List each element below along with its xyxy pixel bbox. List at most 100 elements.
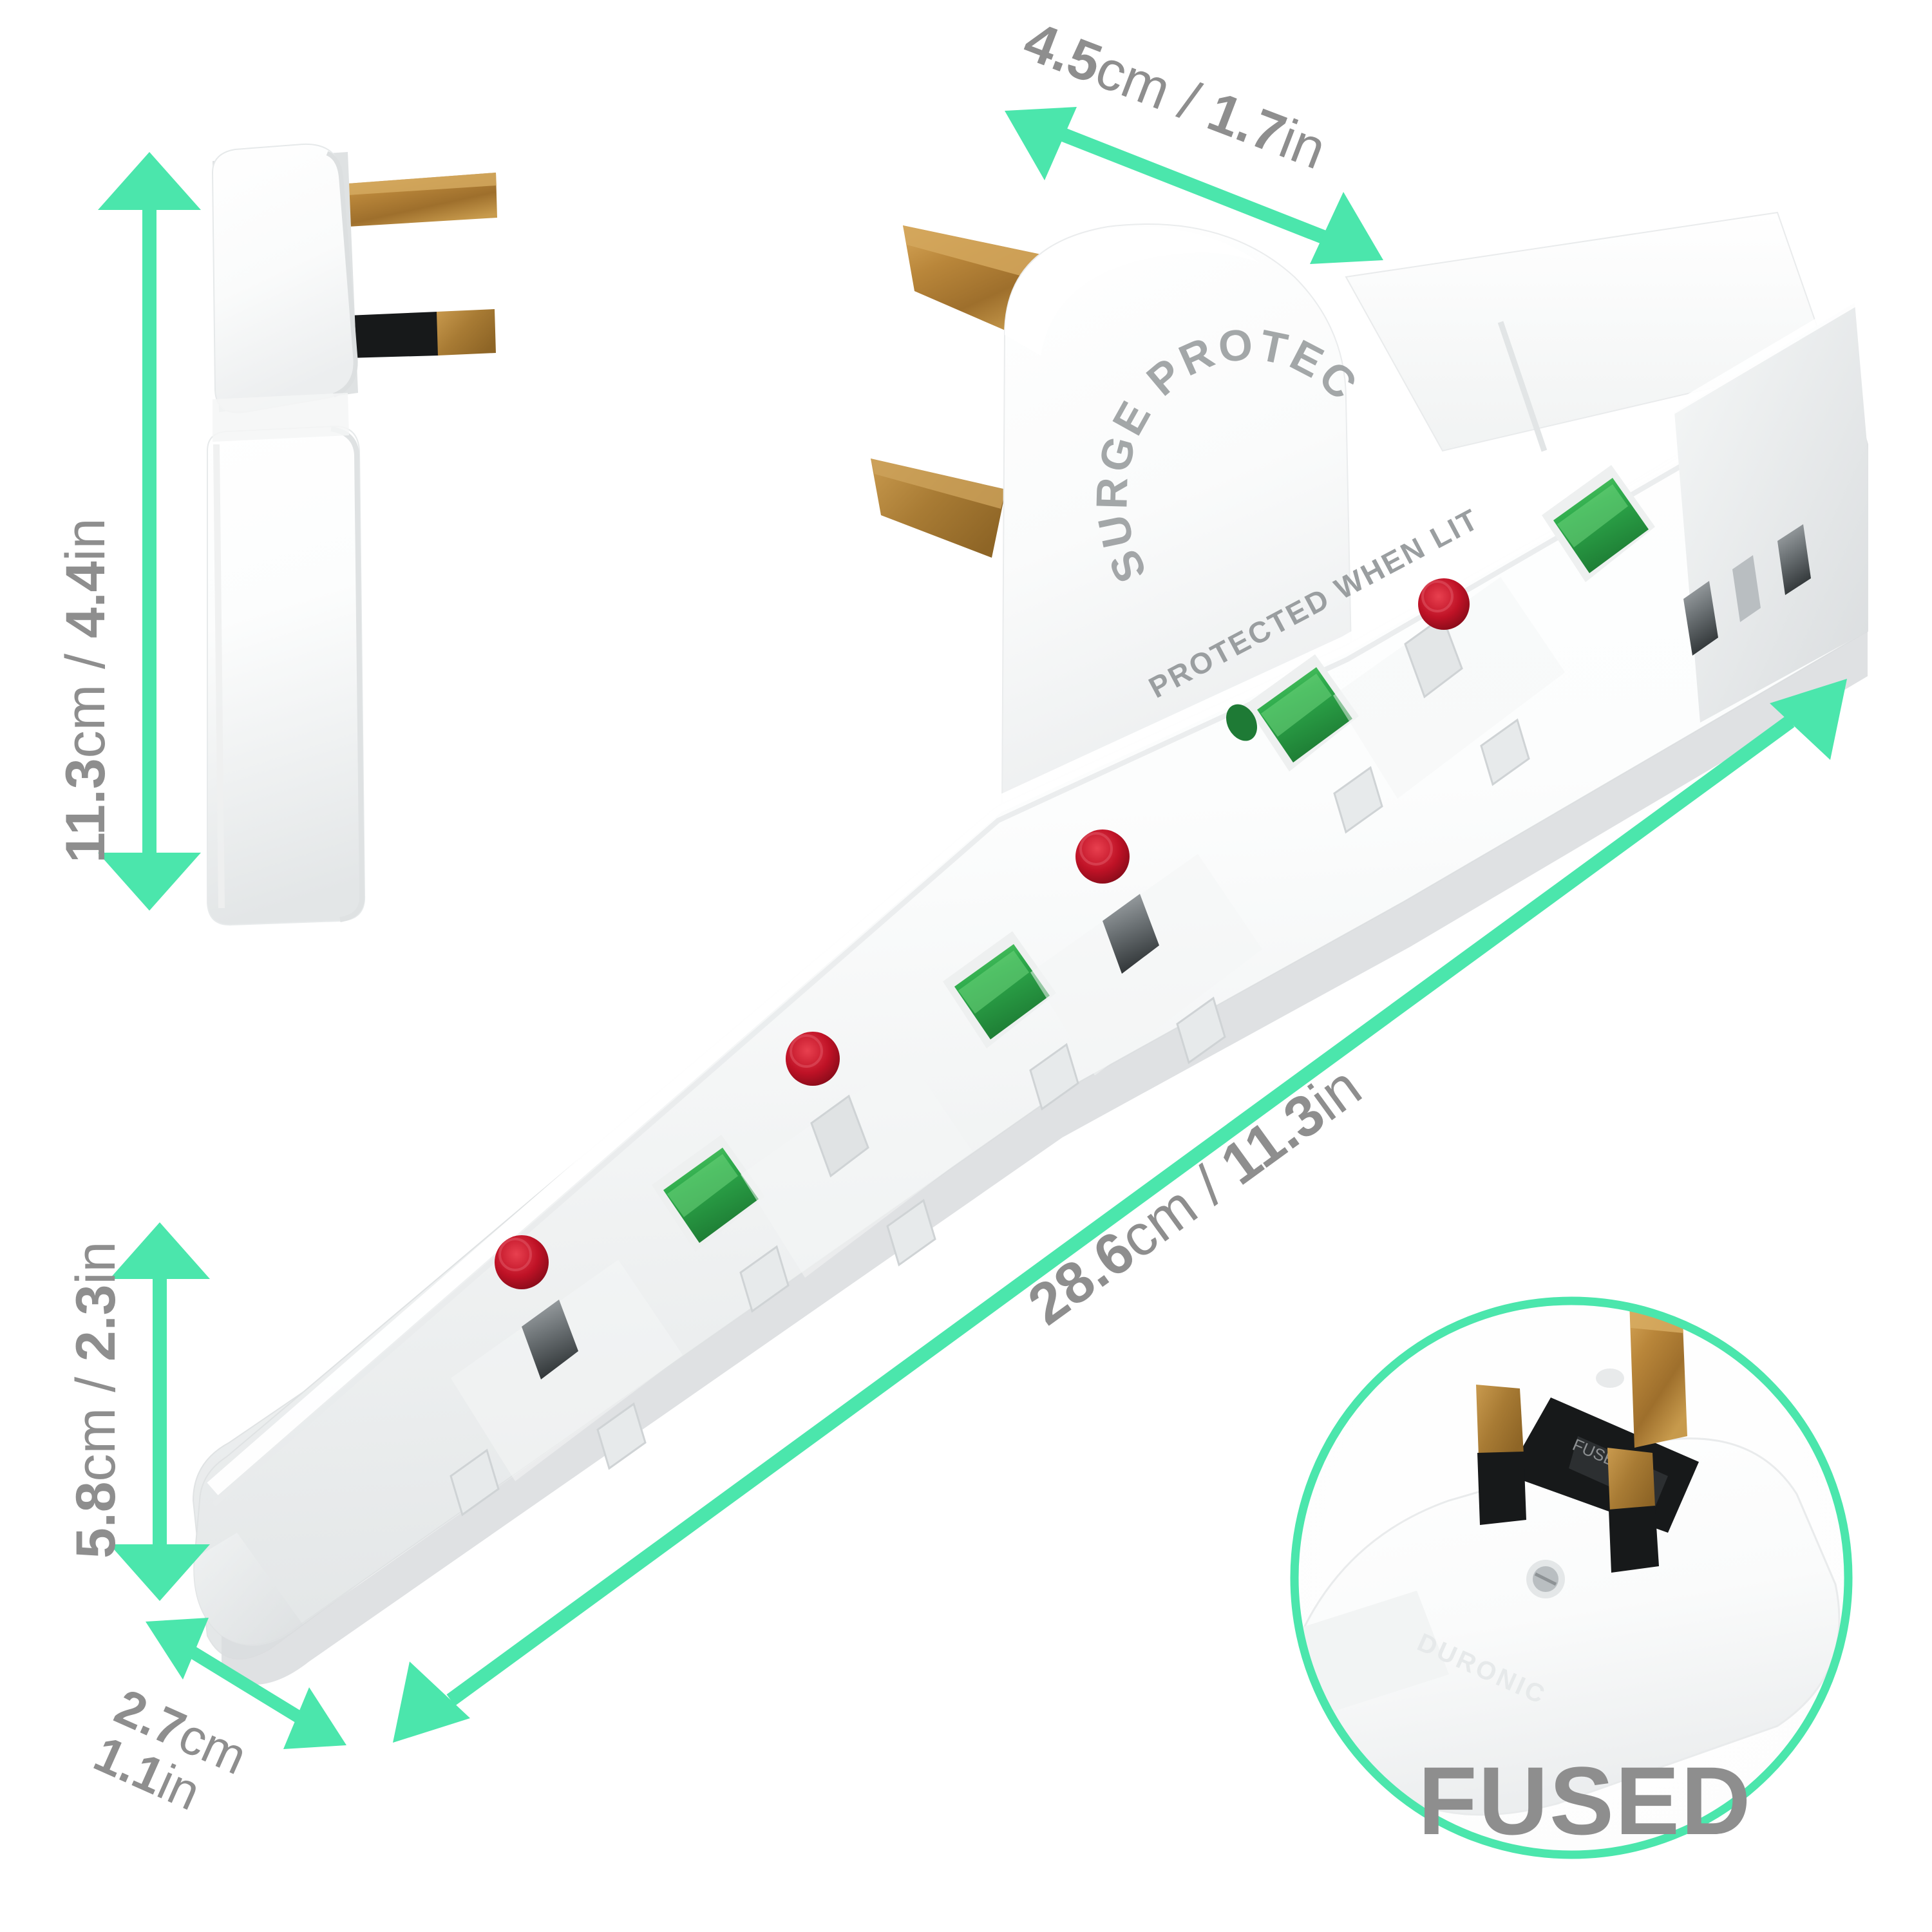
arrow-body-depth-head-left [146, 1618, 209, 1680]
socket-4-earth-pin-hole [1404, 615, 1463, 699]
protection-led [1226, 704, 1257, 741]
arrow-plug-height-head-bottom [98, 853, 201, 911]
socket-1-recess [451, 1260, 683, 1481]
rocker-switch-2[interactable] [943, 931, 1056, 1048]
plug-height-sep: / [55, 638, 117, 685]
neon-2-ring [790, 1034, 823, 1068]
socket-4-live-hole [1480, 718, 1530, 786]
socket-1-earth-pin-hole [522, 1300, 578, 1379]
arrow-body-depth-head-right [283, 1687, 346, 1749]
socket-1-live-hole [596, 1402, 647, 1470]
arrow-plug-height [98, 152, 201, 911]
plug-height-cm-value: 11.3 [55, 758, 117, 863]
live-pin-main-highlight [871, 459, 1006, 509]
right-end-bevel [1669, 297, 1858, 414]
neon-indicator-3 [1075, 829, 1130, 884]
arrow-body-height [109, 1222, 210, 1601]
live-pin-sleeve-side [348, 312, 439, 358]
rocker-switch-1[interactable] [652, 1135, 765, 1252]
plug-height-cm-unit: cm [55, 684, 117, 759]
fused-live-pin-sleeve [1477, 1452, 1526, 1525]
screw-slot [1534, 1572, 1557, 1586]
body-height-sep: / [65, 1361, 127, 1408]
fused-inset-photo: FUSE DURONIC [1294, 1301, 1841, 1816]
body-seam-line [1497, 321, 1548, 452]
body-height-cm-value: 5.8 [65, 1481, 127, 1558]
arrow-body-length-head-right [1770, 679, 1847, 760]
socket-2-earth-pin-hole [810, 1094, 869, 1178]
socket-outlet-3[interactable] [1029, 854, 1262, 1111]
fused-vent-hole [1596, 1368, 1624, 1388]
arrow-body-depth [146, 1618, 346, 1749]
usb-slot-3 [1777, 524, 1811, 595]
socket-3-earth-pin-hole [1103, 894, 1159, 974]
socket-outlet-1[interactable] [450, 1260, 683, 1517]
fused-earth-pin [1629, 1301, 1687, 1448]
socket-4-neutral-hole [1333, 766, 1383, 834]
socket-2-recess [741, 1056, 972, 1278]
switch-4-gloss [1557, 484, 1628, 547]
arrow-body-length [393, 679, 1847, 1743]
arrow-plug-height-head-top [98, 152, 201, 210]
rocker-switch-3[interactable] [1245, 654, 1359, 772]
arrow-body-length-head-left [393, 1662, 470, 1743]
plug-neck [213, 393, 349, 442]
socket-1-neutral-hole [450, 1448, 500, 1517]
arrow-plug-depth [1005, 107, 1383, 264]
dimension-arrows-layer [98, 107, 1847, 1749]
switch-2-gloss [958, 951, 1029, 1014]
fused-live-pin-brass [1476, 1385, 1524, 1457]
usb-slot-2 [1732, 555, 1761, 622]
neon-4-ring [1421, 580, 1454, 612]
usb-slot-1 [1683, 581, 1718, 656]
neon-1-ring [498, 1238, 532, 1271]
neon-indicator-2 [786, 1032, 840, 1086]
fused-neutral-pin-sleeve [1609, 1506, 1659, 1573]
arrow-plug-depth-head-left [1005, 107, 1077, 180]
earth-pin-highlight [348, 173, 497, 195]
arrow-body-height-head-bottom [109, 1544, 210, 1601]
strip-body-side-view [207, 425, 366, 926]
neon-indicator-1 [495, 1235, 549, 1289]
arrow-plug-depth-head-right [1310, 192, 1383, 264]
plug-rim-line [326, 151, 358, 398]
fused-callout: FUSE DURONIC [1290, 1296, 1853, 1859]
body-height-in-value: 2.3 [65, 1284, 127, 1362]
fused-plug-body [1294, 1437, 1841, 1816]
strip-left-endcap [194, 1533, 303, 1646]
body-height-cm-unit: cm [65, 1407, 127, 1482]
neon-3-ring [1079, 832, 1113, 866]
strip-side-highlight [213, 444, 225, 909]
socket-outlet-2[interactable] [739, 1056, 972, 1313]
side-profile-plug [207, 143, 497, 926]
arrow-body-length-line [446, 715, 1795, 1706]
plug-height-in-unit: in [55, 518, 117, 562]
socket-outlet-4[interactable] [1333, 577, 1565, 834]
neon-indicator-4 [1418, 578, 1470, 630]
socket-2-neutral-hole [739, 1245, 790, 1313]
body-height-in-unit: in [65, 1241, 127, 1285]
fused-circle-border [1290, 1296, 1853, 1859]
switch-3-gloss [1261, 674, 1332, 737]
socket-3-live-hole [1176, 996, 1226, 1065]
earth-pin-main-highlight [903, 225, 1056, 283]
plug-height-in-value: 4.4 [55, 561, 117, 639]
arrow-body-height-head-top [109, 1222, 210, 1279]
fused-callout-label: FUSED [1418, 1747, 1752, 1855]
plug-body-side [211, 143, 357, 413]
arrow-body-depth-line [183, 1643, 307, 1725]
dimension-label-plug-height: 11.3cm / 4.4in [55, 518, 117, 863]
rocker-switch-4[interactable] [1542, 465, 1655, 582]
socket-3-recess [1030, 854, 1262, 1075]
usb-slot-group [1683, 524, 1811, 656]
socket-3-neutral-hole [1029, 1043, 1079, 1111]
arrow-plug-depth-line [1045, 122, 1343, 251]
socket-2-live-hole [886, 1198, 936, 1267]
socket-4-recess [1333, 577, 1565, 799]
switch-1-gloss [667, 1154, 738, 1217]
dimension-label-body-height: 5.8cm / 2.3in [65, 1241, 127, 1558]
fused-neutral-pin-brass [1607, 1448, 1655, 1512]
live-pin-tip-side [437, 309, 496, 355]
